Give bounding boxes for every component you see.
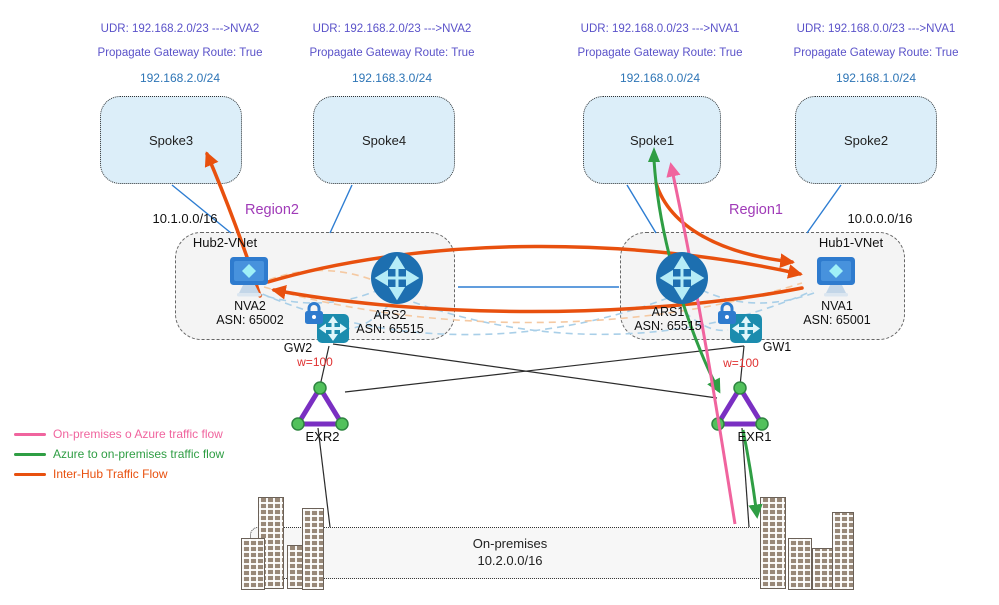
exr1-icon [711,381,769,431]
gateway-circuit-lines [317,343,750,528]
building-icon [788,538,812,590]
orange-flow-line-icon [14,472,46,476]
spoke1-cidr: 192.168.0.0/24 [619,70,701,85]
region2-label: Region2 [244,202,299,218]
legend: On-premises o Azure traffic flow Azure t… [14,424,224,484]
gw2-weight: w=100 [297,355,333,369]
spoke2-annotations: UDR: 192.168.0.0/23 --->NVA1 Propagate G… [761,22,991,85]
nva1-icon [813,255,859,299]
nva1-label: NVA1 [821,299,853,313]
ars1-asn: ASN: 65515 [634,319,702,333]
hub2-title: Hub2-VNet [192,235,258,250]
nva1-asn: ASN: 65001 [803,313,871,327]
inter-hub-flow-arrows [204,151,804,314]
green-flow-line-icon [14,452,46,456]
lock-icon [307,302,321,312]
exr1-label: EXR1 [737,429,772,444]
ars2-icon [369,250,425,306]
building-icon [832,512,854,590]
exr2-label: EXR2 [305,429,340,444]
spoke4-label: Spoke4 [361,132,407,148]
spoke4-annotations: UDR: 192.168.2.0/23 --->NVA2 Propagate G… [277,22,507,85]
spoke3-udr: UDR: 192.168.2.0/23 --->NVA2 [100,23,260,35]
building-icon [760,497,786,589]
legend-item-onprem-to-azure: On-premises o Azure traffic flow [14,424,224,444]
spoke1-udr: UDR: 192.168.0.0/23 --->NVA1 [580,23,740,35]
onprem-to-azure-flow [666,162,737,525]
onprem-label: On-premises [472,536,548,552]
building-icon [241,538,265,590]
spoke3-box: Spoke3 [100,96,242,184]
building-icon [302,508,324,590]
spoke1-annotations: UDR: 192.168.0.0/23 --->NVA1 Propagate G… [545,22,775,85]
ars1-label: ARS1 [651,305,685,319]
nva2-label: NVA2 [234,299,266,313]
spoke3-propagate: Propagate Gateway Route: True [97,47,263,60]
legend-item-azure-to-onprem: Azure to on-premises traffic flow [14,444,224,464]
spoke3-label: Spoke3 [148,132,194,148]
hub2-cidr: 10.1.0.0/16 [152,211,218,226]
spoke1-label: Spoke1 [629,132,675,148]
spoke2-box: Spoke2 [795,96,937,184]
pink-flow-line-icon [14,432,46,436]
gw1-weight: w=100 [723,356,759,370]
spoke2-label: Spoke2 [843,132,889,148]
legend-label-inter-hub: Inter-Hub Traffic Flow [53,467,168,481]
hub1-title: Hub1-VNet [818,235,884,250]
spoke4-udr: UDR: 192.168.2.0/23 --->NVA2 [312,23,472,35]
spoke1-propagate: Propagate Gateway Route: True [577,47,743,60]
spoke3-cidr: 192.168.2.0/24 [139,70,221,85]
spoke2-cidr: 192.168.1.0/24 [835,70,917,85]
region1-label: Region1 [728,202,783,218]
spoke2-udr: UDR: 192.168.0.0/23 --->NVA1 [796,23,956,35]
gw2-icon [303,298,353,348]
spoke4-cidr: 192.168.3.0/24 [351,70,433,85]
nva2-asn: ASN: 65002 [216,313,284,327]
exr2-icon [291,381,349,431]
hub1-cidr: 10.0.0.0/16 [847,211,913,226]
vnet-peering-lines [171,184,842,288]
lock-icon [720,302,734,312]
nva2-icon [226,255,272,299]
spoke1-box: Spoke1 [583,96,721,184]
ars2-asn: ASN: 65515 [356,322,424,336]
legend-label-onprem-to-azure: On-premises o Azure traffic flow [53,427,223,441]
onprem-cidr: 10.2.0.0/16 [477,553,543,568]
gw1-label: GW1 [762,340,792,354]
ars2-label: ARS2 [373,308,407,322]
ars1-icon [654,250,710,306]
spoke2-propagate: Propagate Gateway Route: True [793,47,959,60]
gw1-icon [716,298,766,348]
spoke3-annotations: UDR: 192.168.2.0/23 --->NVA2 Propagate G… [65,22,295,85]
spoke4-propagate: Propagate Gateway Route: True [309,47,475,60]
gw2-label: GW2 [283,341,313,355]
legend-item-inter-hub: Inter-Hub Traffic Flow [14,464,224,484]
spoke4-box: Spoke4 [313,96,455,184]
legend-label-azure-to-onprem: Azure to on-premises traffic flow [53,447,225,461]
